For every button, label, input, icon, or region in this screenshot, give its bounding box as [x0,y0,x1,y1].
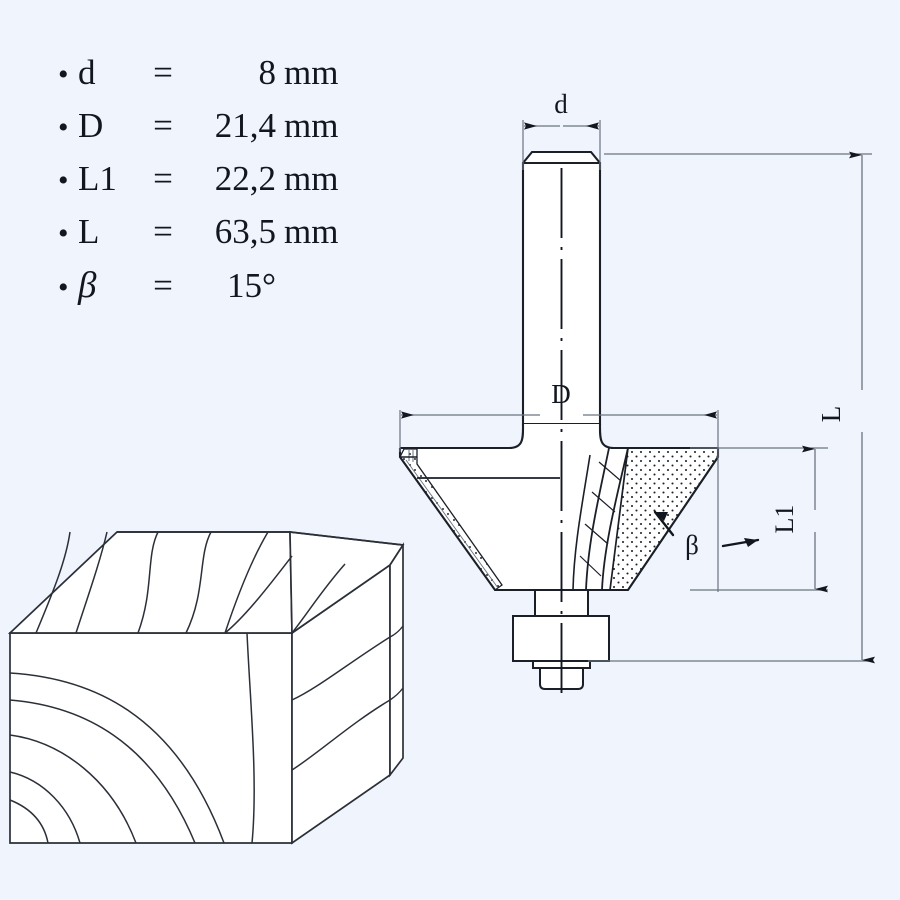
spec-row-d: • d = 8 mm [58,55,378,108]
list-bullet-icon: • [58,271,69,304]
carbide-insert-left [400,449,502,590]
spec-unit-L1: mm [284,159,339,198]
spec-value-L1: 22,2 [214,159,276,198]
dimension-cutter-diameter: D [399,379,719,452]
specification-list: • d = 8 mm • D = 21,4 mm • L1 = 22,2 mm … [58,55,378,320]
dimension-shank-diameter: d [522,89,601,170]
spec-row-L1: • L1 = 22,2 mm [58,161,378,214]
spec-equals-beta: = [153,266,173,305]
spec-symbol-d: d [78,53,96,92]
spec-row-L: • L = 63,5 mm [58,214,378,267]
spec-value-beta: 15° [227,266,276,305]
spec-equals-D: = [153,106,173,145]
dimension-label-L1: L1 [770,505,799,534]
dimension-cutting-length: L1 [690,445,828,593]
dimension-label-d: d [554,89,568,119]
spec-unit-d: mm [284,53,339,92]
spec-value-D: 21,4 [214,106,276,145]
list-bullet-icon: • [58,217,69,250]
spec-symbol-D: D [78,106,104,145]
spec-value-d: 8 [258,53,277,92]
spec-row-D: • D = 21,4 mm [58,108,378,161]
spec-value-L: 63,5 [214,212,276,251]
list-bullet-icon: • [58,111,69,144]
spec-unit-D: mm [284,106,339,145]
flute-edge [585,447,610,591]
spec-symbol-beta: β [78,265,97,306]
dimension-label-beta: β [685,530,699,560]
list-bullet-icon: • [58,58,69,91]
spec-symbol-L: L [78,212,100,251]
wood-block-workpiece [7,531,405,845]
spec-unit-L: mm [284,212,339,251]
spec-equals-L: = [153,212,173,251]
dimension-label-D: D [551,379,571,409]
dimension-overall-length: L [588,151,875,664]
dimension-angle-beta: β [653,448,760,592]
spec-equals-d: = [153,53,173,92]
list-bullet-icon: • [58,164,69,197]
spec-symbol-L1: L1 [78,159,117,198]
spec-equals-L1: = [153,159,173,198]
dimension-label-L: L [816,406,846,423]
spec-row-beta: • β = 15° [58,267,378,320]
